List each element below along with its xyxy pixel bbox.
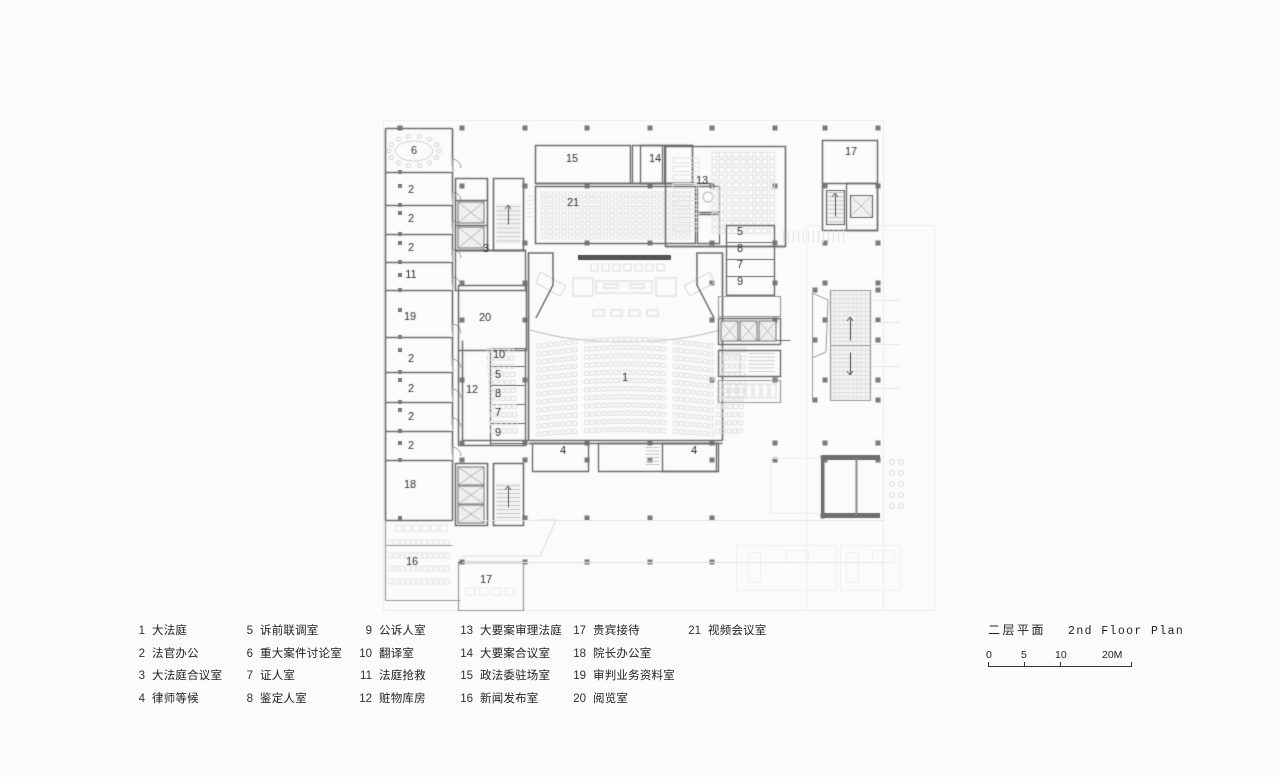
legend-item-number: 2	[138, 647, 145, 660]
legend-column: 5 诉前联调室 6 重大案件讨论室 7 证人室 8 鉴定人室	[236, 620, 355, 710]
legend-item: 11 法庭抢救	[355, 665, 456, 688]
legend-item-label: 鉴定人室	[260, 690, 307, 705]
scale-tick	[1024, 662, 1025, 667]
legend-item-number: 17	[573, 625, 586, 637]
legend: 1 大法庭 2 法官办公 3 大法庭合议室 4 律师等候 5 诉前联调室 6 重大案件讨论室 7 证人室…	[128, 620, 784, 710]
legend-item: 9 公诉人室	[355, 620, 456, 643]
legend-item: 19 审判业务资料室	[569, 665, 684, 688]
legend-item-label: 公诉人室	[379, 623, 426, 637]
legend-item-number: 9	[365, 625, 372, 637]
legend-item-label: 翻译室	[379, 645, 415, 660]
legend-column: 17 贵宾接待 18 院长办公室 19 审判业务资料室 20 阅览室	[569, 620, 684, 710]
legend-item-label: 大要案合议室	[480, 645, 551, 660]
scale-bar: 0 5 10 20M	[986, 649, 1132, 671]
legend-item-label: 诉前联调室	[260, 623, 319, 637]
legend-column: 13 大要案审理法庭 14 大要案合议室 15 政法委驻场室 16 新闻发布室	[456, 620, 569, 710]
legend-item-label: 律师等候	[152, 690, 199, 705]
legend-item: 10 翻译室	[355, 643, 456, 666]
legend-item: 15 政法委驻场室	[456, 665, 569, 688]
legend-item-number: 13	[460, 625, 473, 637]
legend-item: 8 鉴定人室	[236, 688, 355, 711]
legend-item: 14 大要案合议室	[456, 643, 569, 666]
legend-column: 9 公诉人室 10 翻译室 11 法庭抢救 12 赃物库房	[355, 620, 456, 710]
scale-tick-label-5: 5	[1021, 649, 1027, 661]
legend-item: 18 院长办公室	[569, 643, 684, 666]
legend-item-number: 14	[460, 647, 473, 660]
legend-item-number: 11	[360, 670, 372, 682]
legend-item-number: 19	[573, 670, 586, 682]
scale-tick	[1131, 662, 1132, 667]
legend-item-label: 贵宾接待	[593, 623, 640, 637]
legend-item-label: 院长办公室	[593, 645, 652, 660]
legend-column: 21 视频会议室	[684, 620, 784, 710]
legend-item-number: 20	[573, 692, 586, 705]
legend-item: 16 新闻发布室	[456, 688, 569, 711]
legend-item: 20 阅览室	[569, 688, 684, 711]
scale-tick-label-0: 0	[986, 649, 992, 661]
legend-item-number: 7	[246, 670, 253, 682]
legend-item-number: 15	[460, 670, 473, 682]
legend-item-number: 3	[138, 670, 145, 682]
legend-item-number: 8	[246, 692, 253, 705]
legend-item-number: 16	[460, 692, 473, 705]
legend-item-label: 阅览室	[593, 690, 629, 705]
drawing-title-cn: 二层平面	[988, 623, 1047, 637]
legend-item-number: 10	[359, 647, 372, 660]
legend-item: 21 视频会议室	[684, 620, 784, 643]
legend-item-label: 法官办公	[152, 645, 199, 660]
scale-tick	[988, 662, 989, 667]
legend-item: 6 重大案件讨论室	[236, 643, 355, 666]
legend-item-label: 重大案件讨论室	[260, 645, 342, 660]
legend-item-label: 大法庭	[152, 623, 188, 637]
legend-item: 5 诉前联调室	[236, 620, 355, 643]
legend-item-number: 21	[688, 625, 701, 637]
title-block: 二层平面 2nd Floor Plan 0 5 10 20M	[986, 621, 1184, 671]
legend-item: 17 贵宾接待	[569, 620, 684, 643]
legend-item-label: 大法庭合议室	[152, 668, 223, 682]
legend-item: 4 律师等候	[128, 688, 236, 711]
scale-tick-label-10: 10	[1055, 649, 1067, 661]
legend-item-label: 赃物库房	[379, 690, 426, 705]
scale-tick	[1060, 662, 1061, 667]
legend-item-number: 18	[573, 647, 586, 660]
legend-item: 12 赃物库房	[355, 688, 456, 711]
legend-item-label: 大要案审理法庭	[480, 623, 562, 637]
legend-item: 13 大要案审理法庭	[456, 620, 569, 643]
legend-item: 1 大法庭	[128, 620, 236, 643]
drawing-title-en: 2nd Floor Plan	[1068, 625, 1185, 638]
legend-item-number: 6	[246, 647, 253, 660]
legend-column: 1 大法庭 2 法官办公 3 大法庭合议室 4 律师等候	[128, 620, 236, 710]
legend-item-number: 4	[138, 692, 145, 705]
legend-item-number: 12	[359, 692, 372, 705]
legend-item: 7 证人室	[236, 665, 355, 688]
legend-item-number: 1	[138, 625, 145, 637]
scale-bar-labels: 0 5 10 20M	[986, 649, 1132, 661]
legend-item-label: 审判业务资料室	[593, 668, 675, 682]
legend-item-label: 法庭抢救	[379, 668, 426, 682]
legend-item: 3 大法庭合议室	[128, 665, 236, 688]
drawing-title: 二层平面 2nd Floor Plan	[988, 621, 1184, 638]
scale-tick-label-20: 20M	[1102, 649, 1123, 661]
legend-item-label: 政法委驻场室	[480, 668, 551, 682]
legend-item-number: 5	[246, 625, 253, 637]
legend-item-label: 证人室	[260, 668, 296, 682]
legend-item: 2 法官办公	[128, 643, 236, 666]
legend-item-label: 新闻发布室	[480, 690, 539, 705]
legend-item-label: 视频会议室	[708, 623, 767, 637]
